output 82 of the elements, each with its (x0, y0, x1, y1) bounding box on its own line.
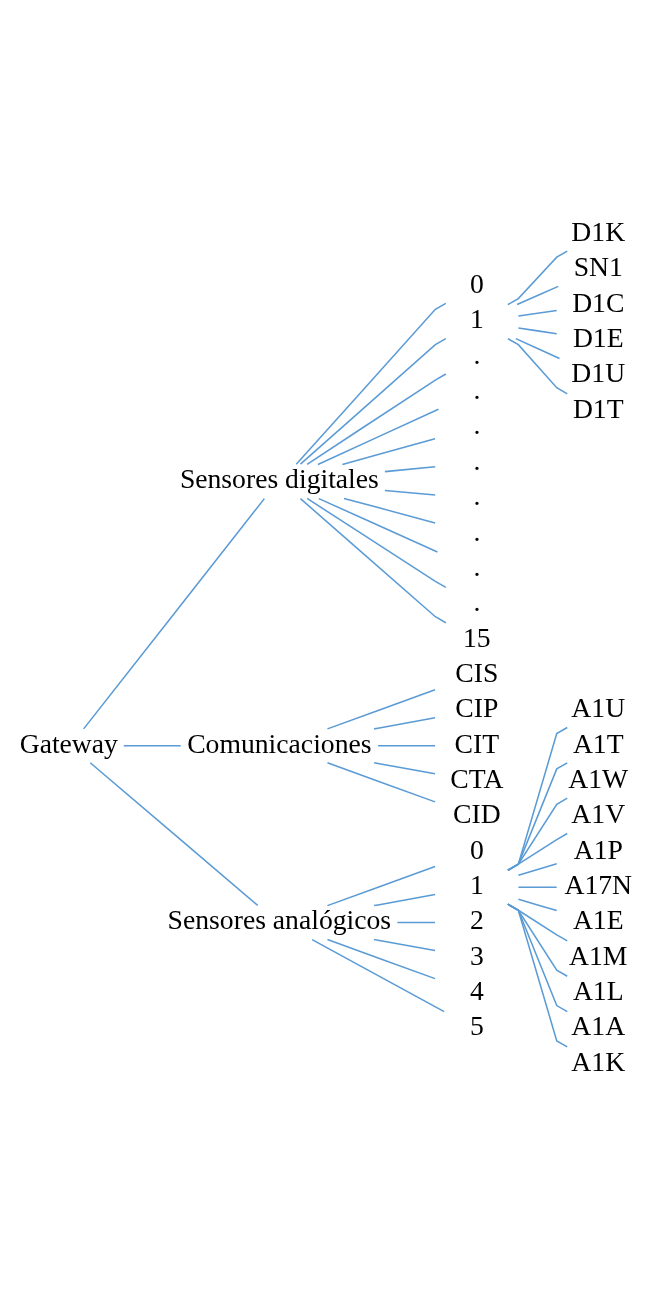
node-text: 15 (463, 621, 491, 653)
node-text: CID (453, 797, 501, 829)
node-text: . (473, 444, 481, 476)
connector (373, 761, 436, 775)
node-text: . (473, 373, 481, 405)
connector (373, 938, 436, 951)
connector (377, 744, 436, 747)
node-text: D1K (571, 215, 626, 247)
node-text: SN1 (573, 250, 623, 282)
connector (306, 497, 447, 588)
connector (123, 744, 182, 747)
node-text: Sensores analógicos (167, 903, 392, 935)
connector (396, 921, 436, 923)
node-text: D1U (571, 356, 626, 388)
node-text: A1V (571, 797, 626, 829)
node-text: CIT (454, 727, 500, 759)
connector (517, 309, 558, 317)
node-text: A1K (571, 1045, 626, 1077)
node-text: CIS (455, 656, 499, 688)
connector (517, 897, 558, 911)
connector (515, 337, 561, 359)
node-text: Comunicaciones (187, 727, 372, 759)
connector (343, 497, 436, 524)
node-text: 5 (469, 1009, 484, 1041)
node-text: 2 (469, 903, 484, 935)
node-text: A1U (571, 691, 626, 723)
node-text: 3 (469, 939, 484, 971)
connector (317, 408, 440, 465)
connector (82, 497, 266, 730)
connector (517, 862, 558, 876)
node-text: A1L (572, 974, 624, 1006)
node-text: CIP (455, 691, 499, 723)
connector (295, 302, 447, 465)
connector (373, 893, 436, 906)
connector (299, 497, 447, 624)
node-text: D1T (572, 392, 624, 424)
connector (89, 761, 259, 906)
node-text: CTA (450, 762, 504, 794)
node-text: 4 (469, 974, 484, 1006)
connector (517, 885, 558, 888)
connector (318, 497, 439, 553)
connector (311, 938, 445, 1012)
connector (373, 716, 436, 730)
connector (326, 865, 436, 906)
connector (326, 938, 436, 979)
node-text: . (473, 338, 481, 370)
connector (507, 796, 568, 871)
node-text: A1W (568, 762, 629, 794)
node-text: . (473, 408, 481, 440)
connector (384, 465, 436, 472)
node-text: A1T (572, 727, 624, 759)
connector (507, 249, 568, 305)
node-text: . (473, 585, 481, 617)
node-text: 1 (469, 302, 484, 334)
node-text: 0 (469, 267, 484, 299)
connector (341, 437, 436, 465)
node-text: Sensores digitales (179, 462, 379, 494)
node-text: A1M (569, 939, 628, 971)
connector (507, 761, 568, 871)
connector (516, 285, 560, 305)
node-text: D1E (572, 321, 624, 353)
node-text: A17N (564, 868, 633, 900)
node-text: . (473, 479, 481, 511)
connector (517, 326, 558, 335)
connector (507, 832, 568, 871)
node-text: . (473, 550, 481, 582)
connector (299, 337, 447, 465)
connector (326, 688, 436, 730)
node-text: A1A (571, 1009, 626, 1041)
node-text: D1C (572, 286, 625, 318)
connector (384, 489, 436, 496)
connector (507, 902, 568, 1048)
node-text: 1 (469, 868, 484, 900)
connector (507, 726, 568, 871)
connector (507, 337, 568, 395)
node-text: 0 (469, 833, 484, 865)
node-text: . (473, 515, 481, 546)
node-text: A1E (572, 903, 624, 935)
connector (306, 372, 447, 465)
connector (326, 761, 436, 803)
node-text: Gateway (19, 727, 118, 759)
node-text: A1P (573, 833, 623, 865)
